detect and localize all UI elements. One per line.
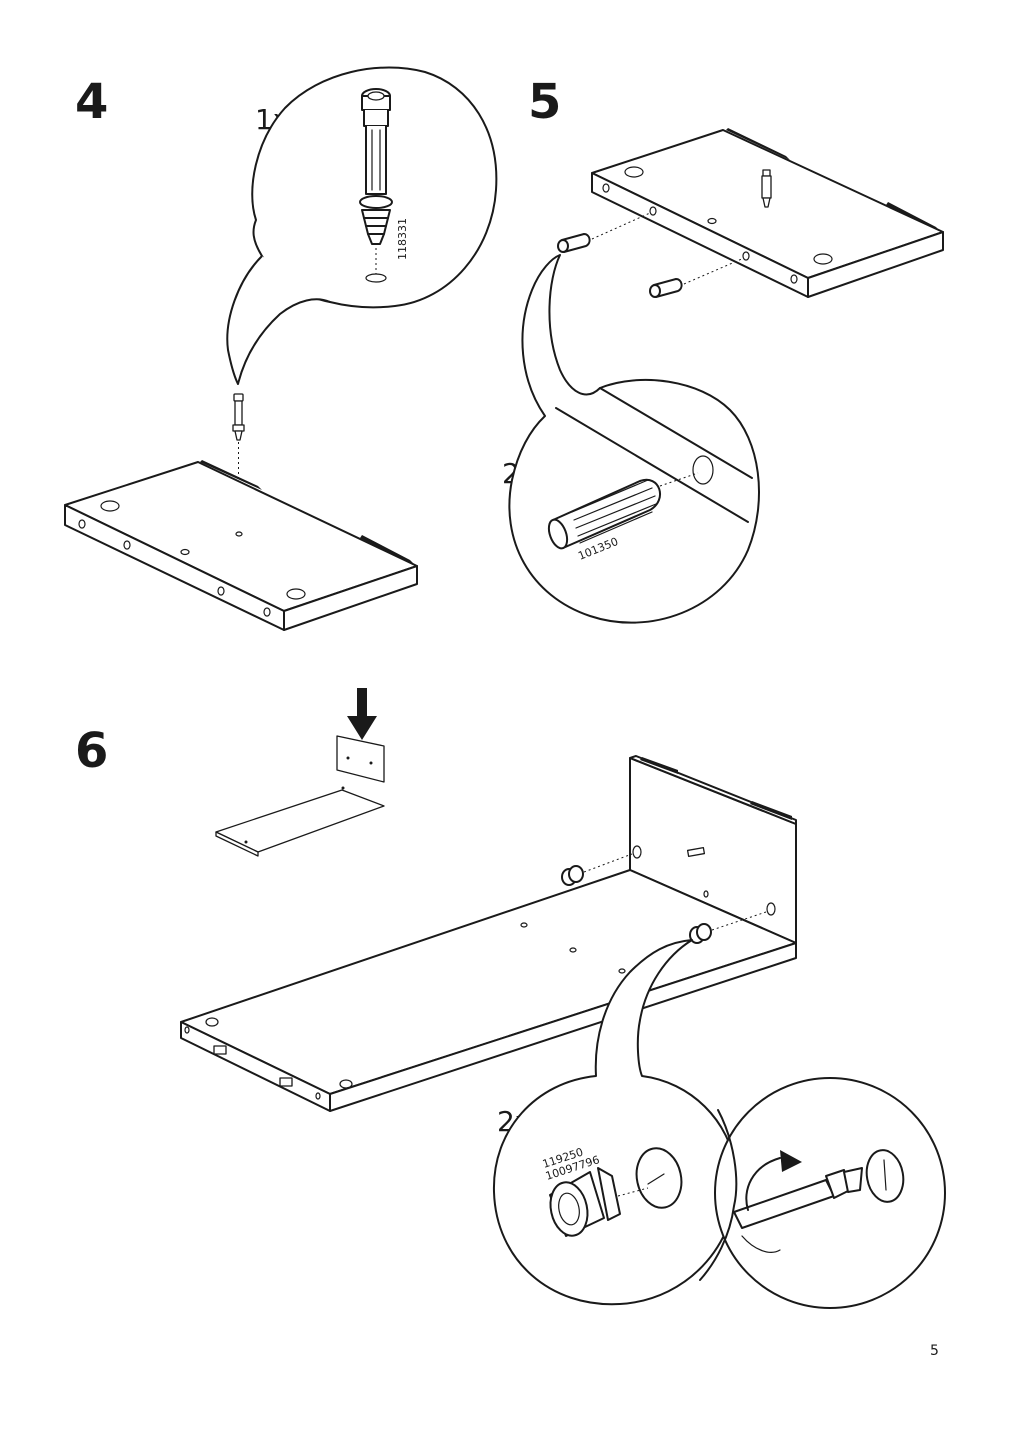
wooden-dowel-b: [649, 257, 745, 298]
bottom-panel: [180, 869, 797, 1112]
step-5-illustration: 101350: [508, 128, 944, 624]
step-5-callout-bubble: [508, 254, 760, 624]
step-4-board: [64, 460, 418, 631]
step-4-part-code: 118331: [396, 218, 409, 260]
push-down-arrow-icon: [347, 688, 377, 740]
cam-lock-b: [689, 911, 767, 944]
page-number: 5: [930, 1343, 939, 1359]
step-5-callout-detail: [547, 387, 753, 550]
back-panel-inset: [215, 735, 385, 857]
cam-lock-a: [561, 853, 633, 886]
wooden-dowel-a: [557, 212, 651, 253]
cam-lock-detail: [549, 1147, 683, 1237]
step-4-number: 4: [75, 74, 109, 130]
step-6-illustration: 119250 10097796: [180, 688, 946, 1309]
cam-dowel-large: [359, 88, 393, 283]
step-5-board: [591, 128, 944, 298]
screwdriver-icon: [733, 1149, 905, 1253]
step-4-callout-tail: [226, 255, 331, 385]
step-6-number: 6: [75, 723, 109, 779]
step-5-number: 5: [528, 74, 562, 130]
step-4-illustration: 118331: [64, 66, 498, 631]
